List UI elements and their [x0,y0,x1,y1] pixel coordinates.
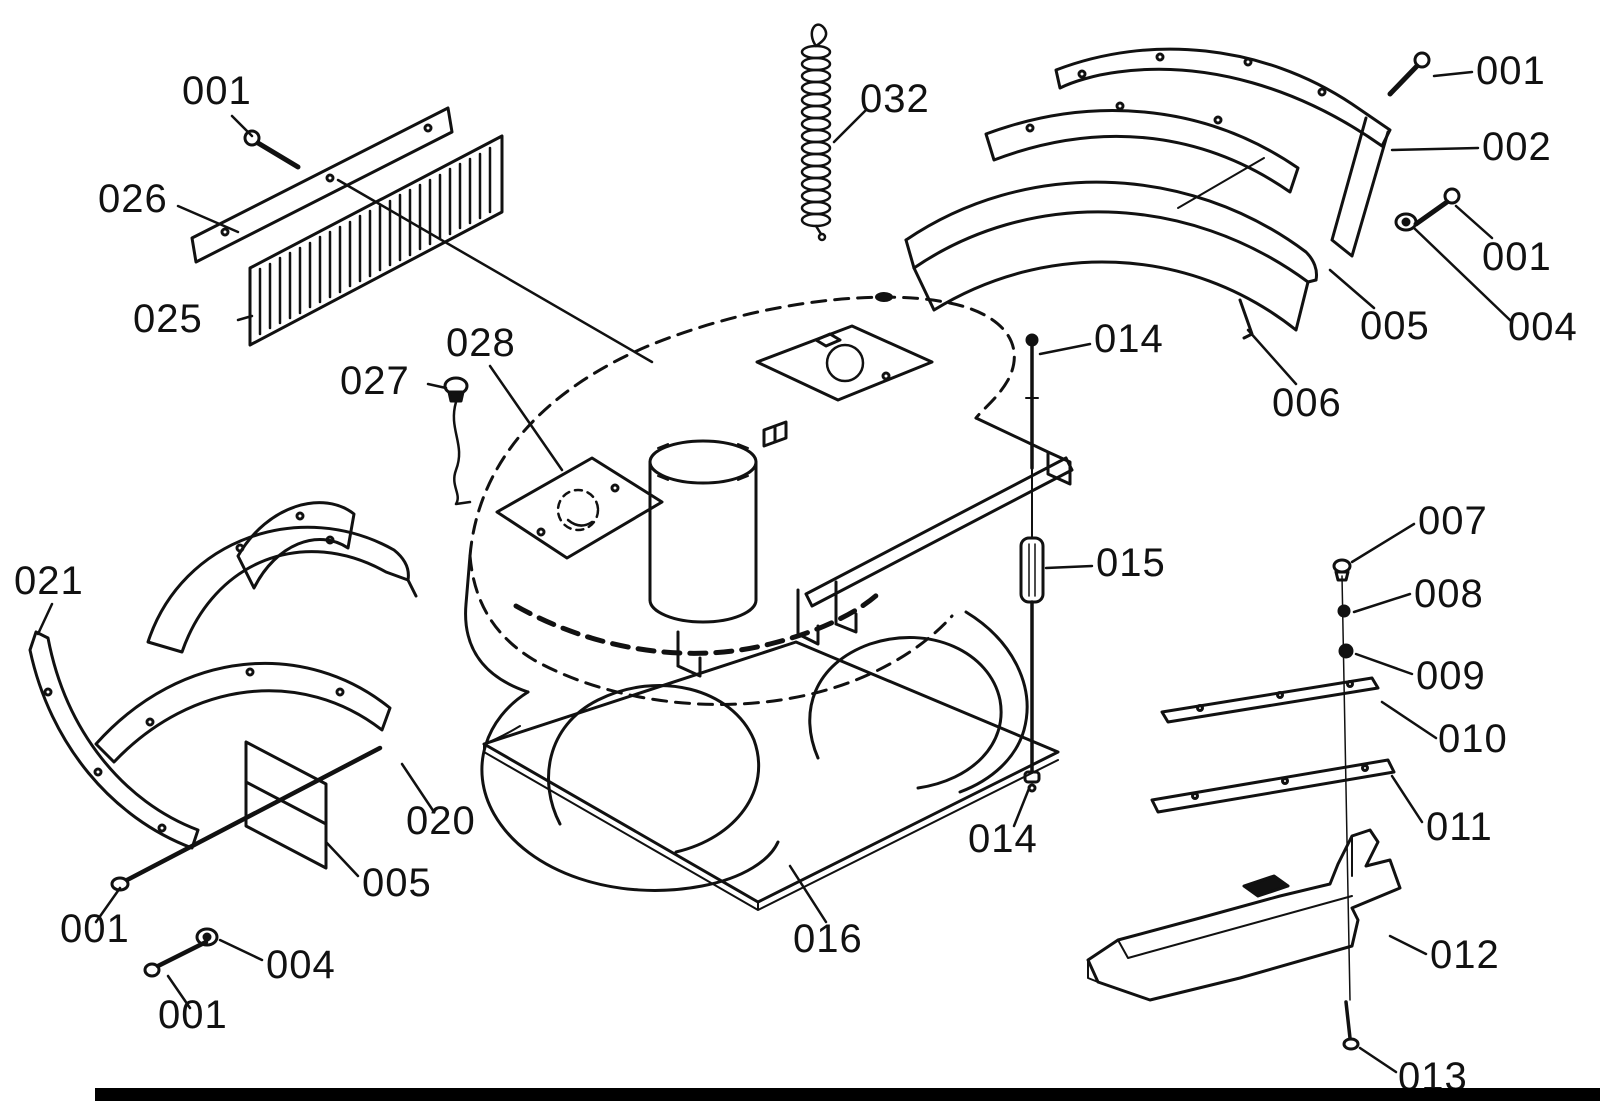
part-label-012: 012 [1430,933,1500,977]
part-cover-plate-right [755,324,934,402]
part-label-025: 025 [133,297,203,341]
part-label-016: 016 [793,917,863,961]
leader-lines [36,70,1514,1074]
part-label-007: 007 [1418,499,1488,543]
part-cross-rod [804,456,1074,608]
part-001-bolt-top-left [243,129,301,170]
part-label-005-left: 005 [362,861,432,905]
part-006-front-band-right [904,180,1318,340]
part-label-001-right: 001 [1482,235,1552,279]
part-004-washer-right [1394,212,1418,232]
part-label-004-left: 004 [266,943,336,987]
part-032-spring [800,23,832,242]
part-assembly-axis [1341,575,1351,1001]
part-label-004-right: 004 [1508,305,1578,349]
part-021-strap [28,630,200,850]
bottom-bar [95,1088,1600,1101]
part-001-bolt-mid-right [1413,187,1461,227]
part-001-carriage-bolt-left [110,745,383,892]
part-005-band-left [94,661,392,870]
part-label-021: 021 [14,559,84,603]
part-016-plate [482,640,1060,911]
part-label-015: 015 [1096,541,1166,585]
part-020-shield [146,501,418,654]
part-label-014-bottom: 014 [968,817,1038,861]
part-spindle-cylinder [648,439,758,624]
part-001-bolt-top-right [1387,51,1431,97]
part-010-strip [1160,676,1380,724]
part-014-rod [1019,333,1045,793]
part-label-002: 002 [1482,125,1552,169]
part-label-014-top: 014 [1094,317,1164,361]
part-label-027: 027 [340,359,410,403]
part-008-washer [1337,604,1351,618]
part-label-001-left-lower: 001 [158,993,228,1037]
part-005-middle-band-right [984,101,1300,194]
part-label-001-left-upper: 001 [60,907,130,951]
part-001-bolt-left-lower [143,939,209,978]
part-028-cover-plate-left [495,456,664,560]
part-026-strip [190,106,454,264]
part-013-bolt [1342,1000,1360,1051]
part-label-009: 009 [1416,654,1486,698]
part-label-026: 026 [98,177,168,221]
part-025-slotted-shield [248,134,504,347]
part-label-032: 032 [860,77,930,121]
part-label-001-top-right: 001 [1476,49,1546,93]
part-belt-clip [762,420,788,448]
part-002-upper-band [1054,47,1392,258]
part-012-bracket [1086,828,1402,1002]
deck-body [464,292,1072,892]
part-label-028: 028 [446,321,516,365]
part-015-sleeve [1019,536,1045,604]
part-011-strip [1150,758,1396,814]
part-009-washer [1338,643,1354,659]
part-label-005-right: 005 [1360,304,1430,348]
part-label-001-top-left: 001 [182,69,252,113]
part-label-008: 008 [1414,572,1484,616]
part-label-011: 011 [1426,805,1493,849]
part-label-006: 006 [1272,381,1342,425]
part-007-cap-nut [1332,558,1352,582]
part-027-cap [443,376,472,506]
part-label-020: 020 [406,799,476,843]
part-label-010: 010 [1438,717,1508,761]
